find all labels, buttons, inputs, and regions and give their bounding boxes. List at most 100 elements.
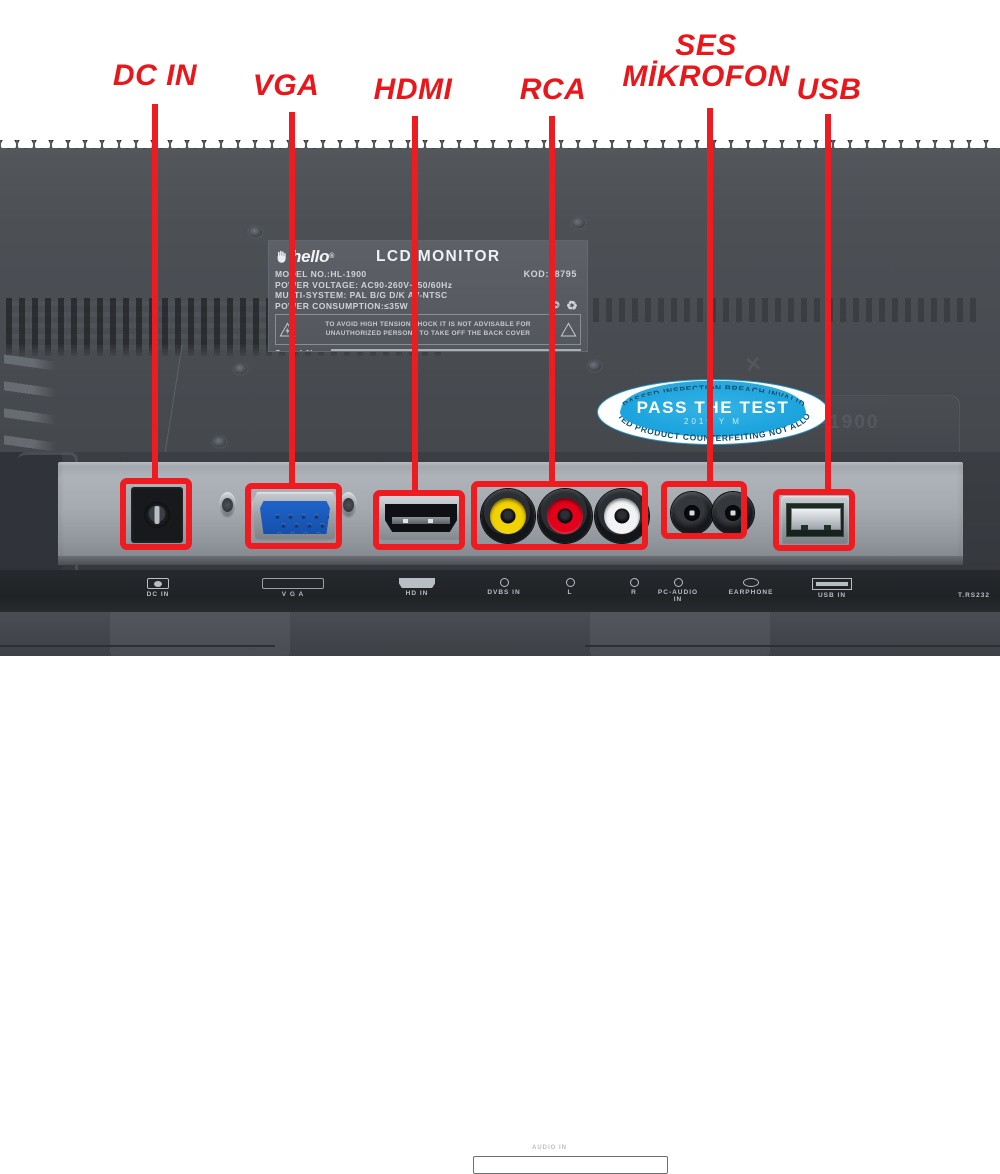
brand-name: hello® [291, 246, 335, 266]
silk-label-earphone: EARPHONE [722, 578, 780, 596]
silk-label-hd-in: HD IN [398, 578, 436, 597]
port-bay-left-wall [0, 452, 62, 574]
hdmi-port-icon [399, 578, 435, 588]
callout-box-ses-mikrofon[interactable] [661, 481, 747, 539]
callout-label-vga: VGA [252, 69, 320, 102]
shelf-seam-right [585, 645, 1000, 647]
callout-leader-dc-in [152, 104, 158, 478]
rca-jack-icon-right [629, 578, 639, 587]
silk-label-pc-audio: PC-AUDIO IN [652, 578, 704, 603]
certification-marks: ⎊ ♻ [552, 299, 579, 311]
silk-audio-in-group: AUDIO IN [532, 1145, 567, 1151]
silk-label-rs232: T.RS232 [958, 592, 990, 599]
rca-jack-icon-left [565, 578, 575, 587]
rca-audio-red-port[interactable] [538, 489, 592, 543]
trademark-symbol: ® [329, 252, 335, 260]
callout-leader-ses-mikrofon [707, 108, 713, 481]
vga-pin [320, 523, 325, 528]
vga-pin [294, 523, 299, 528]
vga-pin [303, 532, 308, 534]
usb-port-icon [812, 578, 852, 590]
vga-pin-array [272, 514, 330, 534]
screw-hole-top-left [249, 227, 262, 237]
spec-row-system: MULTI-SYSTEM: PAL B/G D/K AV-NTSC [275, 290, 448, 300]
emboss-mark: ✕ [743, 352, 764, 378]
diagram-canvas: HL-1900 ✕ hello® LCD MONITOR KOD:18795 M… [0, 0, 1000, 656]
mini-jack-pin-1 [689, 510, 695, 516]
callout-leader-rca [549, 116, 555, 481]
vga-pin [277, 532, 282, 534]
label-title: LCD MONITOR [376, 247, 501, 265]
silk-label-dvbs-in: DVBS IN [484, 578, 524, 596]
serial-blank-field [330, 348, 581, 351]
screw-hole-bottom-right [588, 361, 601, 371]
vga-port[interactable] [252, 492, 338, 540]
silk-label-vga: V G A [262, 578, 324, 598]
silk-label-dc-in: DC IN [138, 578, 178, 598]
hand-icon [277, 250, 286, 263]
silk-label-audio-l: L [562, 578, 578, 596]
rca-hole-yellow [500, 508, 516, 524]
spec-row-model: MODEL NO.:HL-1900 [275, 269, 367, 279]
vga-pin [327, 514, 330, 519]
screw-hole-top-right [572, 218, 585, 228]
callout-label-rca: RCA [519, 73, 587, 106]
rca-hole-red [557, 508, 573, 524]
hdmi-port[interactable] [379, 496, 463, 540]
vga-port-icon [262, 578, 324, 589]
callout-leader-usb [825, 114, 831, 489]
earphone-port[interactable] [712, 492, 754, 534]
callout-label-dc-in: DC IN [112, 59, 198, 92]
dc-in-port[interactable] [131, 487, 183, 547]
callout-box-rca[interactable] [471, 481, 648, 550]
vga-pin [290, 532, 295, 534]
warning-text: TO AVOID HIGH TENSION SHOCK IT IS NOT AD… [325, 321, 531, 337]
rca-jack-icon-dvbs [499, 578, 509, 587]
usb-contact-block [791, 508, 841, 530]
sticker-center: PASS THE TEST 2019 Y M [620, 389, 806, 435]
silk-label-audio-r: R [626, 578, 642, 596]
serial-number-row: Serial No.: [275, 348, 581, 351]
label-header: hello® LCD MONITOR [275, 245, 581, 267]
vga-pin [288, 514, 293, 519]
scalloped-top-edge [0, 134, 1000, 148]
spec-rows: KOD:18795 MODEL NO.:HL-1900 POWER VOLTAG… [275, 269, 581, 311]
callout-box-vga[interactable] [245, 483, 342, 549]
rca-hole-white [614, 508, 630, 524]
rca-video-yellow-port[interactable] [481, 489, 535, 543]
vga-pin [314, 514, 319, 519]
vga-blue-shell [260, 501, 330, 534]
vga-thumbscrew-left [219, 492, 236, 518]
spec-row-voltage: POWER VOLTAGE: AC90-260V~,50/60Hz [275, 279, 453, 290]
screw-hole-lower [213, 437, 226, 447]
warning-box: TO AVOID HIGH TENSION SHOCK IT IS NOT AD… [275, 314, 581, 345]
rca-audio-white-port[interactable] [595, 489, 649, 543]
specification-label: hello® LCD MONITOR KOD:18795 MODEL NO.:H… [268, 240, 588, 352]
usb-notch-2 [824, 525, 831, 530]
callout-box-hdmi[interactable] [373, 490, 465, 550]
vga-pin [316, 532, 321, 534]
vga-pin [275, 514, 280, 519]
port-bay-lip [58, 556, 963, 565]
shelf-notch-left [110, 612, 290, 656]
callout-box-dc-in[interactable] [120, 478, 192, 550]
usb-port[interactable] [781, 496, 849, 544]
silk-label-usb-in: USB IN [811, 578, 853, 599]
pc-audio-in-port[interactable] [671, 492, 713, 534]
shelf-seam-left [0, 645, 275, 647]
audio-in-group-box [473, 1156, 668, 1174]
callout-label-hdmi: HDMI [373, 73, 453, 106]
earphone-icon [743, 578, 759, 587]
dc-jack-icon [147, 578, 169, 589]
hdmi-tongue [392, 517, 450, 524]
callout-box-usb[interactable] [773, 489, 855, 551]
dc-center-pin [154, 506, 160, 524]
vga-pin [281, 523, 286, 528]
callout-label-usb: USB [796, 73, 862, 106]
quality-pass-sticker: PASSED INSPECTION BREACH INVALID PRINTED… [597, 379, 829, 445]
callout-leader-vga [289, 112, 295, 483]
vga-pin [307, 523, 312, 528]
vga-pin [301, 514, 306, 519]
usb-notch-1 [801, 525, 808, 530]
